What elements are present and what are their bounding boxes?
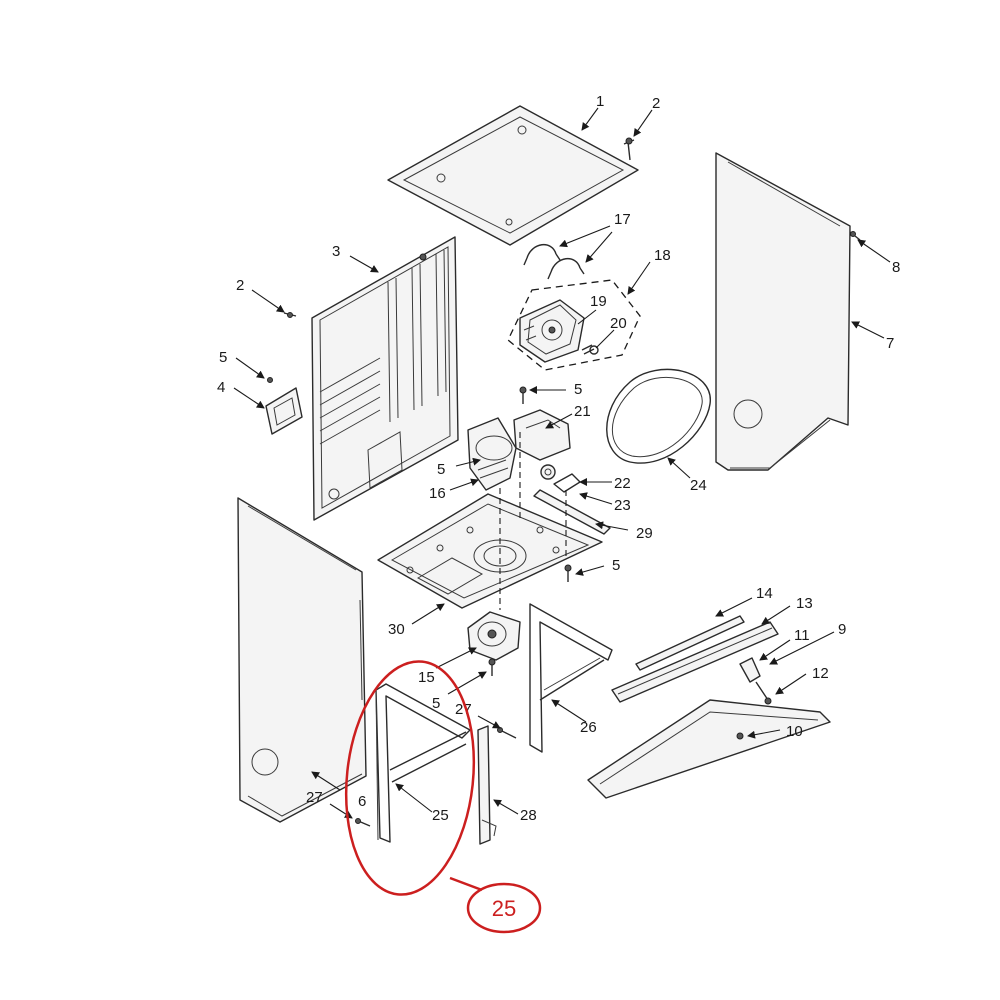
screw-part-2-left [283, 312, 297, 318]
callout-13: 13 [796, 595, 813, 612]
callout-5-pump: 5 [437, 461, 445, 478]
rail-part-29 [533, 489, 611, 535]
callout-19: 19 [590, 293, 607, 310]
callout-18: 18 [654, 247, 671, 264]
clip-part-23 [553, 473, 581, 493]
screw-part-12 [764, 697, 772, 705]
callout-16: 16 [429, 485, 446, 502]
callout-11: 11 [794, 627, 810, 644]
callout-2-left: 2 [236, 277, 244, 294]
top-panel-part-1 [387, 105, 639, 246]
latch-pin-part-9 [755, 681, 769, 701]
screw-part-5-base [564, 564, 572, 582]
highlight-ellipse [344, 660, 476, 896]
rail-part-13 [611, 621, 779, 703]
callout-8: 8 [892, 259, 900, 276]
callout-5-upper: 5 [574, 381, 582, 398]
callout-6: 6 [358, 793, 366, 810]
highlight-annotation: 25 [344, 660, 542, 934]
frame-part-26 [529, 603, 613, 753]
callout-4: 4 [217, 379, 225, 396]
callout-30: 30 [388, 621, 405, 638]
callout-5-left: 5 [219, 349, 227, 366]
highlight-badge [466, 882, 542, 934]
screw-part-10 [736, 732, 744, 740]
belt-part-24 [606, 368, 711, 464]
callout-20: 20 [610, 315, 627, 332]
pump-part-16 [467, 417, 517, 491]
motor-assembly-part-18 [507, 279, 641, 371]
post-part-28 [477, 725, 497, 845]
callout-1: 1 [596, 93, 604, 110]
callout-2-top: 2 [652, 95, 660, 112]
leader-lines [233, 107, 891, 819]
spring-part-19 [581, 344, 595, 355]
screw-part-5-upper [519, 386, 527, 404]
plate-part-4 [265, 377, 303, 435]
screw-part-8 [849, 231, 861, 241]
callout-29: 29 [636, 525, 653, 542]
rear-panel-part-3 [311, 236, 459, 521]
callout-12: 12 [812, 665, 829, 682]
bearing-part-22 [540, 464, 556, 480]
callout-27-left: 27 [306, 789, 323, 806]
highlight-label: 25 [492, 896, 516, 921]
cabinet-panel-part-6 [237, 497, 367, 823]
callout-3: 3 [332, 243, 340, 260]
base-plate-part-30 [377, 493, 603, 609]
screw-part-2-top [623, 137, 635, 161]
callout-5-base: 5 [612, 557, 620, 574]
callout-17: 17 [614, 211, 631, 228]
clamp-part-17 [523, 244, 585, 280]
callout-10: 10 [786, 723, 803, 740]
pump-part-15 [467, 611, 521, 661]
callout-5-lower: 5 [432, 695, 440, 712]
callout-23: 23 [614, 497, 631, 514]
toe-panel-part [587, 699, 831, 799]
washer-part-20 [589, 345, 599, 355]
screw-part-27-left [355, 818, 371, 827]
callout-labels: 1 2 3 2 5 4 17 18 19 20 8 7 5 21 5 16 22… [217, 93, 900, 824]
callout-25: 25 [432, 807, 449, 824]
bracket-part-21 [513, 409, 571, 461]
callout-24: 24 [690, 477, 707, 494]
callout-28: 28 [520, 807, 537, 824]
callout-9: 9 [838, 621, 846, 638]
screw-part-27-right [497, 727, 517, 739]
side-panel-part-7 [715, 152, 851, 471]
strip-part-14 [635, 615, 745, 671]
highlight-connector [449, 876, 483, 892]
callout-7: 7 [886, 335, 894, 352]
callout-14: 14 [756, 585, 773, 602]
callout-15: 15 [418, 669, 435, 686]
screw-part-5-lower [488, 658, 496, 676]
frame-part-25 [375, 683, 471, 843]
callout-26: 26 [580, 719, 597, 736]
callout-22: 22 [614, 475, 631, 492]
latch-part-11 [739, 657, 761, 683]
callout-21: 21 [574, 403, 591, 420]
